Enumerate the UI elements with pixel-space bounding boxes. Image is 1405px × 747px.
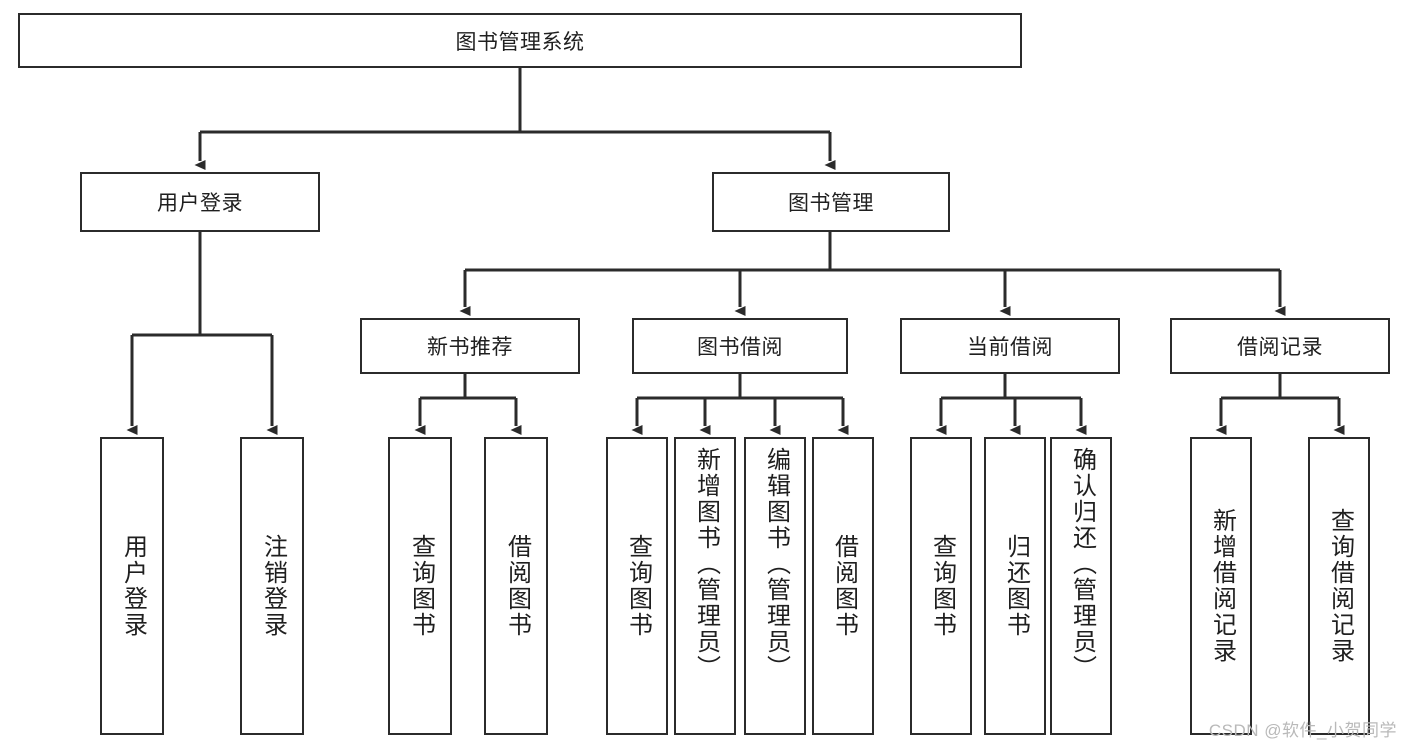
node-leaf-edit-book-admin-label: 编辑图书（管理员）	[762, 447, 790, 681]
node-leaf-borrow-book-2[interactable]: 借阅图书	[812, 437, 874, 735]
node-root[interactable]: 图书管理系统	[18, 13, 1022, 68]
node-leaf-add-borrow-record[interactable]: 新增借阅记录	[1190, 437, 1252, 735]
node-leaf-user-logout[interactable]: 注销登录	[240, 437, 304, 735]
node-current-borrow[interactable]: 当前借阅	[900, 318, 1120, 374]
node-leaf-add-book-admin-label: 新增图书（管理员）	[692, 447, 720, 681]
node-book-manage[interactable]: 图书管理	[712, 172, 950, 232]
node-leaf-confirm-return-admin[interactable]: 确认归还（管理员）	[1050, 437, 1112, 735]
node-leaf-query-book-3-label: 查询图书	[928, 534, 956, 638]
node-new-book-recommend[interactable]: 新书推荐	[360, 318, 580, 374]
node-book-manage-label: 图书管理	[788, 192, 874, 215]
node-leaf-return-book[interactable]: 归还图书	[984, 437, 1046, 735]
node-leaf-user-login-label: 用户登录	[119, 534, 147, 638]
node-leaf-query-book-1-label: 查询图书	[407, 534, 435, 638]
node-leaf-add-borrow-record-label: 新增借阅记录	[1208, 508, 1236, 664]
node-leaf-user-logout-label: 注销登录	[259, 534, 287, 638]
node-leaf-query-borrow-record-label: 查询借阅记录	[1326, 508, 1354, 664]
node-current-borrow-label: 当前借阅	[967, 336, 1053, 359]
node-leaf-user-login[interactable]: 用户登录	[100, 437, 164, 735]
node-user-login[interactable]: 用户登录	[80, 172, 320, 232]
node-borrow-record-label: 借阅记录	[1237, 336, 1323, 359]
node-leaf-edit-book-admin[interactable]: 编辑图书（管理员）	[744, 437, 806, 735]
node-leaf-borrow-book-2-label: 借阅图书	[830, 534, 858, 638]
node-leaf-add-book-admin[interactable]: 新增图书（管理员）	[674, 437, 736, 735]
node-new-book-recommend-label: 新书推荐	[427, 336, 513, 359]
node-leaf-borrow-book-1[interactable]: 借阅图书	[484, 437, 548, 735]
node-user-login-label: 用户登录	[157, 192, 243, 215]
node-leaf-borrow-book-1-label: 借阅图书	[503, 534, 531, 638]
node-leaf-return-book-label: 归还图书	[1002, 534, 1030, 638]
node-leaf-query-borrow-record[interactable]: 查询借阅记录	[1308, 437, 1370, 735]
csdn-watermark: CSDN @软件_小贺同学	[1208, 721, 1397, 740]
node-leaf-query-book-2-label: 查询图书	[624, 534, 652, 638]
node-leaf-query-book-2[interactable]: 查询图书	[606, 437, 668, 735]
node-root-label: 图书管理系统	[455, 30, 585, 54]
node-book-borrow[interactable]: 图书借阅	[632, 318, 848, 374]
node-leaf-query-book-3[interactable]: 查询图书	[910, 437, 972, 735]
node-leaf-confirm-return-admin-label: 确认归还（管理员）	[1068, 447, 1096, 681]
node-leaf-query-book-1[interactable]: 查询图书	[388, 437, 452, 735]
node-book-borrow-label: 图书借阅	[697, 336, 783, 359]
node-borrow-record[interactable]: 借阅记录	[1170, 318, 1390, 374]
